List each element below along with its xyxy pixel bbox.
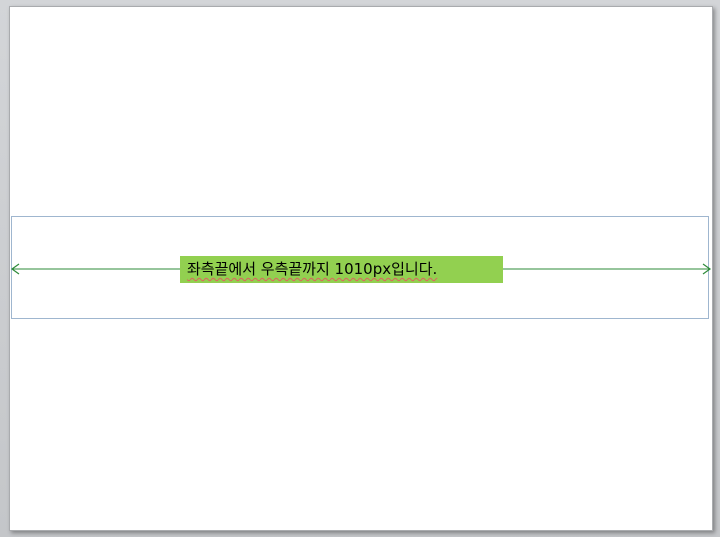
measure-text-box[interactable]: 좌측끝에서 우측끝까지 1010px입니다. (180, 256, 503, 283)
arrow-right-head-icon (702, 263, 712, 275)
measure-label: 좌측끝에서 우측끝까지 1010px입니다. (187, 260, 438, 278)
arrow-left-head-icon (10, 263, 20, 275)
slide-canvas[interactable]: 좌측끝에서 우측끝까지 1010px입니다. (9, 6, 713, 531)
